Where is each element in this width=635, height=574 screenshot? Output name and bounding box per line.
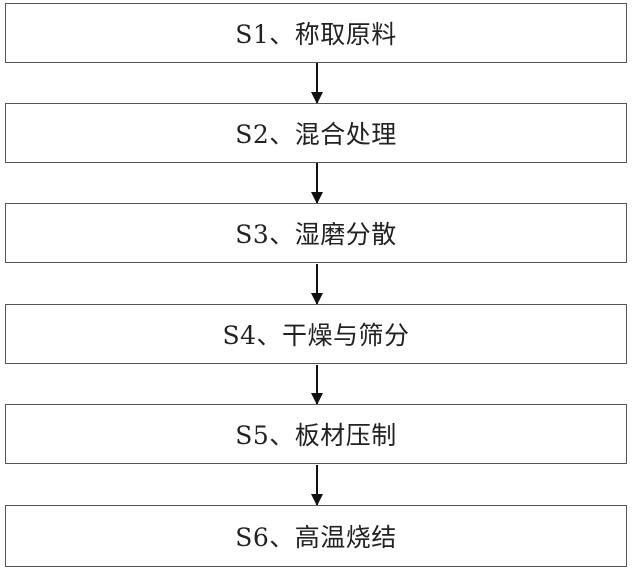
- step-s5-box: S5、板材压制: [5, 404, 627, 464]
- step-s1-label: S1、称取原料: [235, 20, 397, 49]
- step-s2-label: S2、混合处理: [235, 120, 397, 149]
- step-s1-box: S1、称取原料: [5, 3, 627, 63]
- step-s6-label: S6、高温烧结: [235, 523, 397, 552]
- arrow-down-icon: [311, 63, 323, 104]
- step-s3-label: S3、湿磨分散: [235, 220, 397, 249]
- step-s2-box: S2、混合处理: [5, 103, 627, 163]
- step-s5-label: S5、板材压制: [235, 421, 397, 450]
- arrow-down-icon: [311, 264, 323, 305]
- arrow-down-icon: [311, 465, 323, 506]
- step-s4-label: S4、干燥与筛分: [222, 321, 410, 350]
- arrow-down-icon: [311, 163, 323, 204]
- step-s3-box: S3、湿磨分散: [5, 203, 627, 263]
- step-s6-box: S6、高温烧结: [5, 505, 627, 567]
- step-s4-box: S4、干燥与筛分: [5, 304, 627, 364]
- arrow-down-icon: [311, 365, 323, 405]
